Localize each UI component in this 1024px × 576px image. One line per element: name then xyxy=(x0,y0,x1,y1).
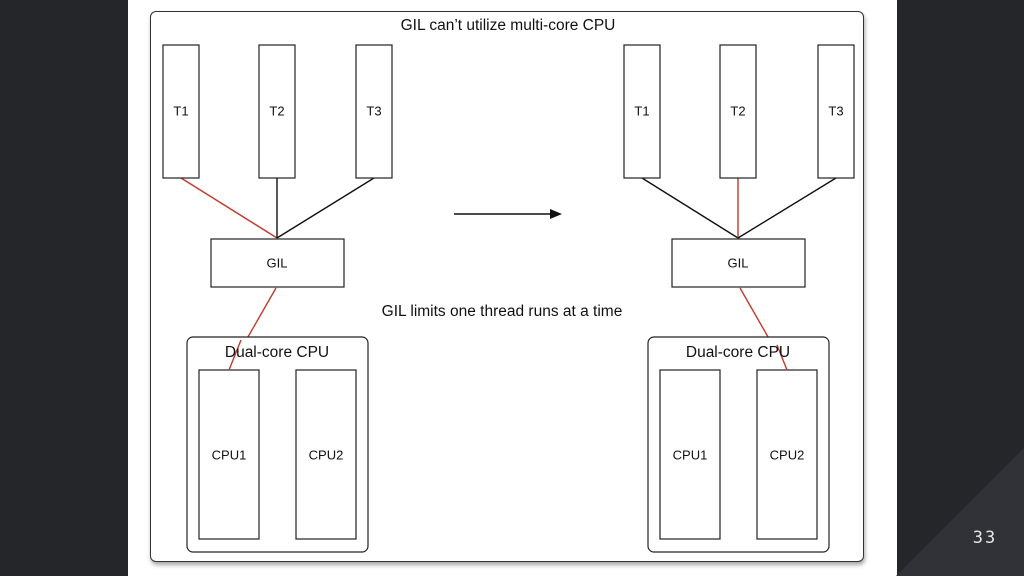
gil-box: GIL xyxy=(671,238,806,288)
right-panel: T1 T2 T3 GIL Dual-core CPU xyxy=(623,44,855,553)
wire-t3-gil-left xyxy=(276,177,375,239)
gil-label: GIL xyxy=(267,255,288,270)
diagram-caption: GIL limits one thread runs at a time xyxy=(382,303,623,320)
thread-label: T3 xyxy=(366,103,381,118)
transition-arrow-icon xyxy=(454,209,562,219)
page-number: 33 xyxy=(972,528,998,548)
wire-t1-gil-left xyxy=(180,177,278,239)
wire-gil-cpu1-left-inner xyxy=(228,339,242,371)
diagram-title: GIL can’t utilize multi-core CPU xyxy=(401,17,616,34)
gil-box: GIL xyxy=(210,238,345,288)
wire-gil-cpu2-right-inner xyxy=(776,344,788,371)
cpu-group-label: Dual-core CPU xyxy=(225,344,329,361)
cpu-group: Dual-core CPU CPU1 CPU2 xyxy=(186,336,369,553)
thread-box-t1: T1 xyxy=(162,44,200,179)
left-panel: T1 T2 T3 GIL Dual-core CPU xyxy=(162,44,393,553)
cpu-group: Dual-core CPU CPU1 CPU2 xyxy=(647,336,830,553)
corner-decoration xyxy=(896,448,1024,576)
cpu-group-label: Dual-core CPU xyxy=(686,344,790,361)
wire-t1-gil-right xyxy=(641,177,739,239)
wire-t3-gil-right xyxy=(737,177,837,239)
thread-box-t2: T2 xyxy=(719,44,757,179)
thread-box-t3: T3 xyxy=(817,44,855,179)
cpu1-label: CPU1 xyxy=(673,447,708,462)
cpu2-label: CPU2 xyxy=(309,447,344,462)
cpu1-label: CPU1 xyxy=(212,447,247,462)
thread-box-t1: T1 xyxy=(623,44,661,179)
thread-label: T2 xyxy=(269,103,284,118)
gil-label: GIL xyxy=(728,255,749,270)
thread-label: T1 xyxy=(173,103,188,118)
thread-box-t3: T3 xyxy=(355,44,393,179)
thread-box-t2: T2 xyxy=(258,44,296,179)
thread-label: T1 xyxy=(634,103,649,118)
cpu2-label: CPU2 xyxy=(770,447,805,462)
thread-label: T3 xyxy=(828,103,843,118)
thread-label: T2 xyxy=(730,103,745,118)
